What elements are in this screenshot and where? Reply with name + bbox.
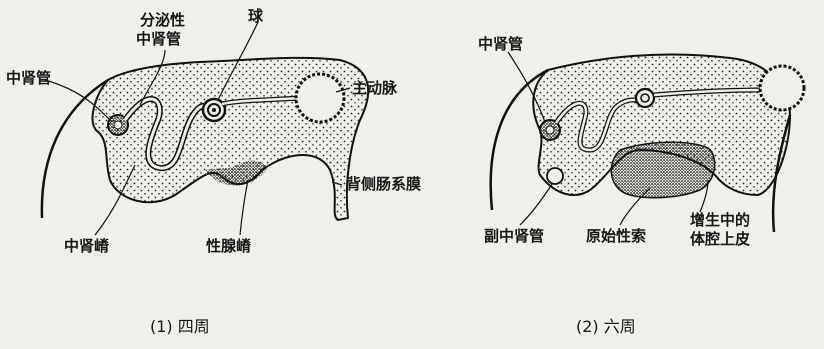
primitive-sex-cords-2: [611, 142, 714, 197]
label-proliferating-epithelium-line1: 增生中的: [690, 212, 750, 229]
label-paramesonephric-duct: 副中肾管: [484, 228, 544, 245]
label-mesonephric-ridge: 中肾嵴: [64, 238, 109, 255]
glomerulus-2: [636, 89, 654, 107]
label-genital-ridge: 性腺嵴: [206, 238, 251, 255]
label-mesonephric-duct-2: 中肾管: [478, 36, 523, 53]
caption-panel-1: (1) 四周: [150, 318, 210, 335]
panel-1-four-weeks: [42, 58, 368, 220]
paramesonephric-duct-2: [547, 168, 563, 184]
label-secretory-tubule-line1: 分泌性: [140, 12, 185, 29]
label-glomerulus: 球: [248, 8, 263, 25]
label-dorsal-mesentery: 背侧肠系膜: [346, 176, 421, 193]
aorta-1: [296, 74, 344, 122]
aorta-2: [760, 66, 804, 110]
label-aorta: 主动脉: [352, 80, 397, 97]
label-proliferating-epithelium-line2: 体腔上皮: [690, 231, 750, 248]
label-secretory-tubule-line2: 中肾管: [136, 31, 181, 48]
caption-panel-2: (2) 六周: [576, 318, 636, 335]
label-primitive-sex-cords: 原始性索: [586, 228, 646, 245]
label-mesonephric-duct-1: 中肾管: [6, 70, 51, 87]
